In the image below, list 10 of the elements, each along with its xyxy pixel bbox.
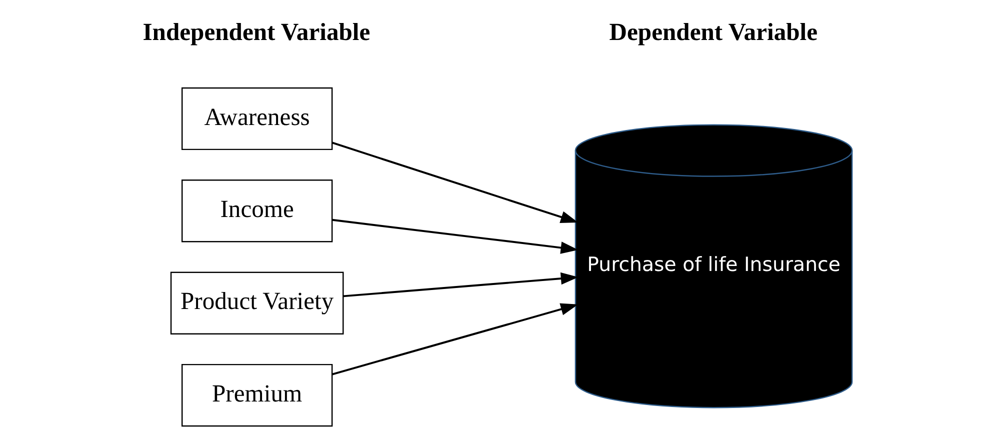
arrow xyxy=(342,272,578,298)
arrow xyxy=(332,142,578,223)
label: Dependent Variable xyxy=(608,19,818,46)
node-box: Premium xyxy=(180,364,332,427)
node-box: Income xyxy=(180,180,332,242)
node-box: Awareness xyxy=(180,87,332,150)
arrow xyxy=(332,218,578,254)
label: Independent Variable xyxy=(142,19,370,46)
node-box: Product Variety xyxy=(170,272,344,334)
arrow xyxy=(332,303,578,376)
